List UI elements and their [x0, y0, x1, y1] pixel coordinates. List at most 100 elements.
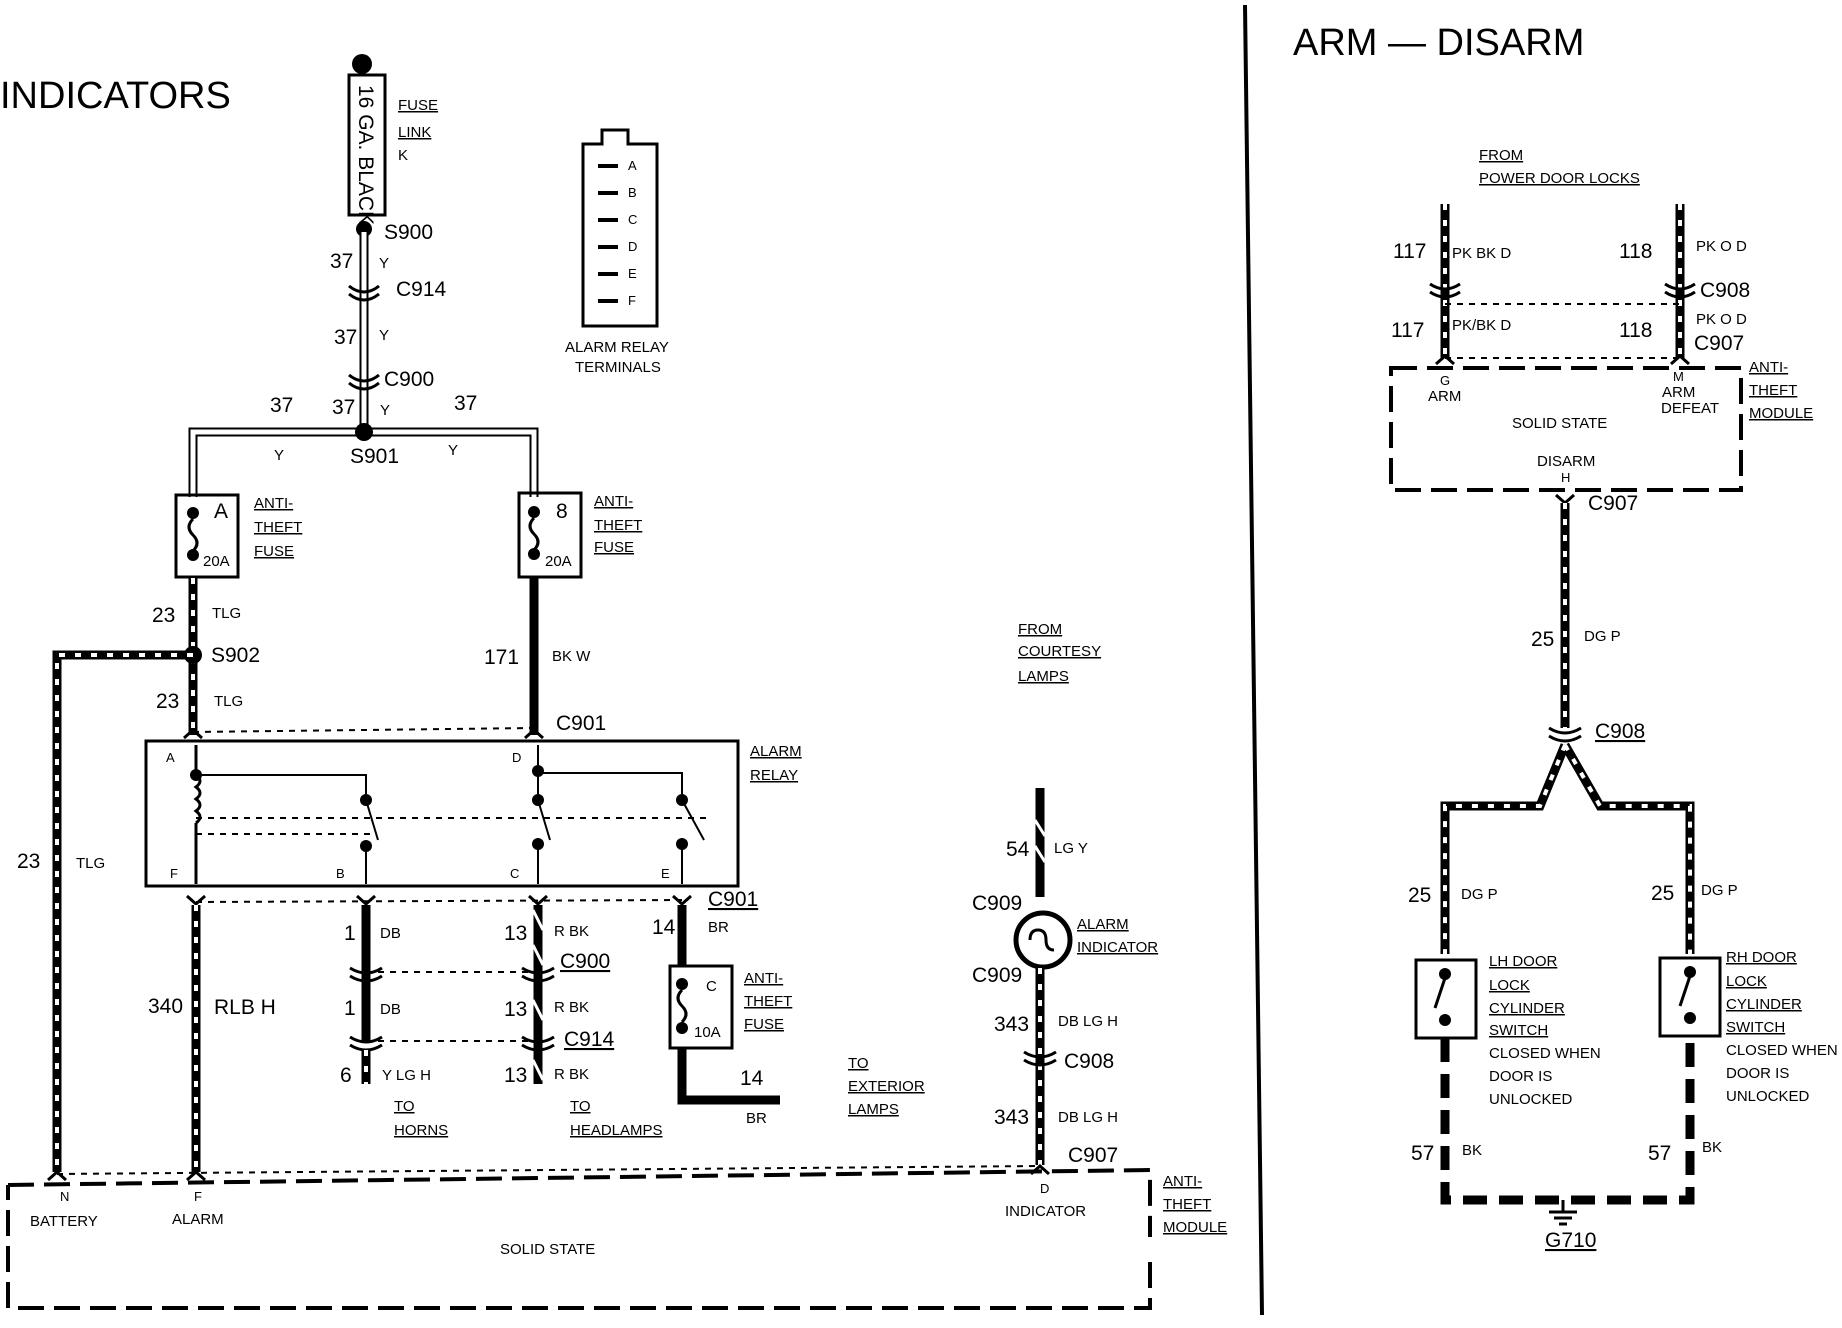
battery-feed-terminal — [352, 54, 372, 74]
color-dblgh-a: DB LG H — [1058, 1013, 1118, 1030]
anti-theft-module-right — [1389, 366, 1743, 492]
connector-c909-bottom-label: C909 — [972, 964, 1022, 987]
alarm-relay — [144, 739, 740, 888]
relay-terminal-pins — [598, 164, 618, 303]
rh-door-lock-switch — [1658, 956, 1722, 1038]
fuse-link-box — [347, 73, 387, 217]
module-arm-label: ARM — [1428, 388, 1461, 405]
ground-icon — [1549, 1200, 1577, 1226]
fuse-c-label-2: THEFT — [744, 993, 792, 1010]
circuit-13-c: 13 — [504, 1064, 527, 1087]
color-dgp-b: DG P — [1461, 886, 1498, 903]
color-rlbh: RLB H — [214, 996, 276, 1019]
rh-switch-label-4: SWITCH — [1726, 1019, 1785, 1036]
color-tlg-b: TLG — [214, 693, 243, 710]
lh-switch-note-1: CLOSED WHEN — [1489, 1045, 1601, 1062]
relay-pin-b: B — [336, 866, 345, 881]
relay-terminals-caption-1: ALARM RELAY — [565, 339, 669, 356]
connector-c900-mid-label: C900 — [560, 950, 610, 973]
to-headlamps-2: HEADLAMPS — [570, 1122, 663, 1139]
fuse-c-letter: C — [706, 978, 717, 995]
alarm-relay-label-2: RELAY — [750, 767, 798, 784]
circuit-25-c: 25 — [1651, 882, 1674, 905]
connector-c909-top-label: C909 — [972, 892, 1022, 915]
module-right-label-1: ANTI- — [1749, 359, 1788, 376]
module-alarm-label: ALARM — [172, 1211, 224, 1228]
circuit-54: 54 — [1006, 838, 1030, 861]
to-horns-1: TO — [394, 1098, 415, 1115]
module-arm-defeat-2: DEFEAT — [1661, 400, 1719, 417]
color-ylgh: Y LG H — [382, 1067, 431, 1084]
to-exterior-3: LAMPS — [848, 1101, 899, 1118]
circuit-23-c: 23 — [17, 850, 40, 873]
connector-c908-indicator-label: C908 — [1064, 1050, 1114, 1073]
circuit-25-a: 25 — [1531, 628, 1554, 651]
rh-switch-label-2: LOCK — [1726, 973, 1767, 990]
circuit-14-a: 14 — [652, 916, 676, 939]
fuse-a-label-2: THEFT — [254, 519, 302, 536]
color-y-a: Y — [379, 255, 389, 272]
relay-switch-3 — [681, 799, 705, 841]
to-headlamps-1: TO — [570, 1098, 591, 1115]
fuse-link-label-2: LINK — [398, 124, 431, 141]
circuit-343-b: 343 — [994, 1106, 1029, 1129]
circuit-13-a: 13 — [504, 922, 527, 945]
anti-theft-fuse-b — [517, 491, 583, 579]
circuit-13-b: 13 — [504, 998, 527, 1021]
module-left-label-3: MODULE — [1163, 1219, 1227, 1236]
color-tlg-c: TLG — [76, 855, 105, 872]
fuse-b-label-2: THEFT — [594, 517, 642, 534]
color-br-b: BR — [746, 1110, 767, 1127]
fuse-a-element — [187, 517, 199, 553]
fuse-a-letter: A — [214, 500, 228, 523]
color-pkod-a: PK O D — [1696, 238, 1747, 255]
relay-terminal-e: E — [628, 266, 637, 281]
relay-pin-d: D — [512, 750, 521, 765]
relay-pin-e: E — [661, 866, 670, 881]
color-bk-a: BK — [1462, 1142, 1482, 1159]
fuse-b-letter: 8 — [556, 500, 568, 523]
relay-terminal-c: C — [628, 212, 637, 227]
color-pkod-b: PK O D — [1696, 311, 1747, 328]
module-right-solid-state: SOLID STATE — [1512, 415, 1607, 432]
module-pin-d: D — [1040, 1181, 1049, 1196]
lh-switch-label-1: LH DOOR — [1489, 953, 1558, 970]
fuse-a-rating: 20A — [203, 553, 230, 570]
connector-c908-top-right-label: C908 — [1700, 279, 1750, 302]
alarm-indicator-label-2: INDICATOR — [1077, 939, 1158, 956]
connector-c908-disarm — [1548, 726, 1582, 743]
module-pin-m: M — [1673, 369, 1684, 384]
section-divider — [1243, 4, 1264, 1316]
alarm-relay-label-1: ALARM — [750, 743, 802, 760]
fuse-b-label-1: ANTI- — [594, 493, 633, 510]
connector-c907-span — [56, 1165, 1041, 1175]
color-rbk-a: R BK — [554, 923, 589, 940]
alarm-indicator-label-1: ALARM — [1077, 916, 1129, 933]
relay-switch-1 — [365, 799, 379, 841]
connector-c908-indicator — [1023, 1050, 1057, 1067]
lh-switch-label-2: LOCK — [1489, 977, 1530, 994]
connector-c901-top-span — [192, 727, 535, 733]
anti-theft-module-left — [6, 1167, 1152, 1310]
splice-s900-label: S900 — [384, 221, 433, 244]
power-door-locks-2: POWER DOOR LOCKS — [1479, 170, 1640, 187]
connector-c907-top-right-label: C907 — [1694, 332, 1744, 355]
fuse-c-rating: 10A — [694, 1024, 721, 1041]
fuse-link-label-3: K — [398, 147, 408, 164]
circuit-171: 171 — [484, 646, 519, 669]
splice-s901 — [355, 423, 373, 441]
fuse-c-label-1: ANTI- — [744, 970, 783, 987]
circuit-343-a: 343 — [994, 1013, 1029, 1036]
connector-c907-indicator-label: C907 — [1068, 1144, 1118, 1167]
rh-switch-note-3: UNLOCKED — [1726, 1088, 1810, 1105]
color-rbk-b: R BK — [554, 999, 589, 1016]
color-pkbkd-b: PK/BK D — [1452, 317, 1511, 334]
lh-switch-label-3: CYLINDER — [1489, 1000, 1565, 1017]
connector-c907-disarm-label: C907 — [1588, 492, 1638, 515]
wire-57-bk-ground — [1440, 1036, 1695, 1205]
fuse-b-rating: 20A — [545, 553, 572, 570]
relay-pin-a: A — [166, 750, 175, 765]
relay-terminals-caption-2: TERMINALS — [575, 359, 661, 376]
